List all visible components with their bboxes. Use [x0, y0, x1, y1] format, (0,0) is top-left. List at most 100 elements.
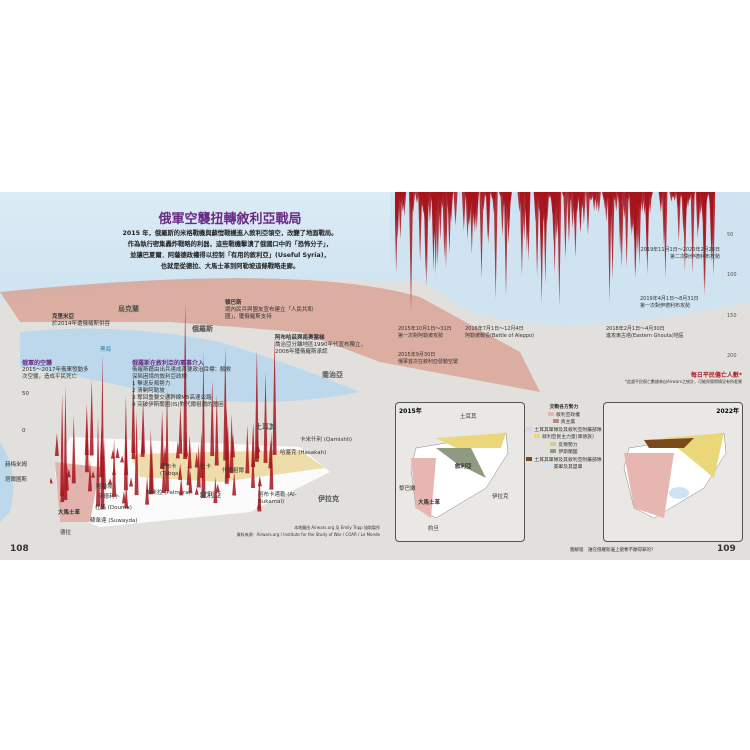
- airstrike-spikes: [50, 301, 277, 512]
- casualty-spike: [437, 192, 442, 221]
- casualty-spike: [395, 192, 400, 226]
- casualty-spike: [691, 192, 696, 201]
- casualty-spike: [194, 487, 199, 495]
- intervention-step: 3 奪回重要交通幹線M5高速公路: [132, 395, 212, 401]
- intro-line: 作為執行密集轟炸戰略的利器，這些戰機擊潰了俄國口中的「恐怖分子」，: [127, 241, 333, 248]
- casualty-spike: [535, 192, 540, 277]
- legend-label: 土耳其軍隊及其敘利亞附屬部隊: [534, 457, 602, 463]
- casualty-spike: [704, 192, 709, 200]
- event-label: 第二次對伊德利布攻勢: [669, 253, 720, 260]
- casualty-spike: [124, 485, 129, 509]
- intro-line: 並讓巴夏爾．阿薩德政權得以控制「有用的敘利亞」(Useful Syria)，: [130, 252, 330, 259]
- casualty-spike: [681, 192, 686, 233]
- legend-swatch: [526, 426, 533, 431]
- callout-title: 克里米亞: [52, 314, 75, 320]
- axis-100: 100: [727, 272, 737, 278]
- page-number-left: 108: [10, 544, 29, 554]
- casualty-spike: [602, 192, 607, 210]
- city-aleppo: 阿勒坡: [96, 484, 113, 490]
- legend-item: 敘利亞政權: [526, 411, 602, 420]
- intervention-text: 俄羅斯藉由出兵達成首要政治目標：解救深陷困境的敘利亞政權: [132, 367, 232, 380]
- event-aleppo-offensive-2015: 2015年10月1日～31日第一次對阿勒坡攻勢: [398, 326, 452, 339]
- casualty-spike: [196, 443, 201, 488]
- event-date: 2016年7月1日～12月4日: [465, 326, 524, 332]
- casualty-spike: [245, 424, 250, 474]
- casualty-spike: [557, 192, 562, 307]
- legend-swatch: [545, 464, 552, 468]
- legend-item: 反叛勢力: [526, 441, 602, 450]
- casualty-spike: [519, 192, 524, 277]
- callout-title: 阿布哈茲與南奧塞梯: [275, 335, 325, 341]
- casualty-spike: [414, 192, 419, 204]
- casualty-spike: [610, 192, 615, 280]
- casualty-spike: [398, 192, 403, 240]
- legend-label: 敘利亞民主力量(庫德族): [542, 435, 594, 440]
- casualty-spike: [585, 192, 590, 236]
- casualty-spike: [214, 394, 219, 466]
- casualty-spike: [672, 192, 677, 201]
- event-label: 第一次對伊德利布攻勢: [640, 302, 691, 309]
- casualty-spike: [596, 192, 601, 213]
- event-label: 俄軍首次在敘利亞發動空襲: [398, 358, 459, 365]
- casualty-spike: [257, 476, 262, 487]
- scale-50: 50: [22, 391, 29, 397]
- casualty-spike: [663, 192, 668, 279]
- callout-text: 於2014年遭俄羅斯併吞: [52, 321, 110, 327]
- casualty-spike: [501, 192, 506, 207]
- casualty-spike: [89, 379, 94, 456]
- casualty-spike: [188, 470, 193, 494]
- casualty-spike: [60, 481, 65, 503]
- legend-swatch: [550, 441, 557, 446]
- casualty-spike: [614, 192, 619, 212]
- intervention-title: 俄羅斯在敘利亞的軍事介入: [132, 360, 205, 367]
- scale-0: 0: [22, 428, 26, 434]
- casualty-spike: [66, 468, 71, 478]
- casualty-spike: [401, 192, 406, 205]
- casualty-spike: [479, 192, 484, 280]
- city-al-bukamal: 阿布卡邁勒 (Al-Bukamal): [258, 492, 297, 505]
- casualty-spike: [578, 192, 583, 234]
- casualty-spike: [90, 470, 95, 478]
- callout-crimea: 克里米亞於2014年遭俄羅斯併吞: [52, 314, 114, 328]
- casualty-spike: [54, 432, 59, 457]
- casualty-spike: [472, 192, 477, 206]
- event-date: 2019年11月1日～2020年2月28日: [640, 247, 720, 253]
- casualty-spike: [254, 349, 259, 462]
- casualty-spike: [175, 441, 180, 459]
- russia-region: [0, 278, 540, 392]
- casualty-spike: [251, 422, 256, 467]
- casualty-spike: [543, 192, 548, 284]
- event-label: 阿勒坡戰役(Battle of Aleppo): [465, 332, 535, 339]
- casualty-spike: [186, 458, 191, 486]
- intro-line: 2015 年，俄羅斯的米格戰機與蘇愷戰機進入敘利亞領空，改變了地面戰局。: [122, 230, 338, 237]
- casualty-spike: [592, 192, 597, 212]
- casualty-spike: [50, 477, 53, 484]
- city-douma: 杜馬 (Douma): [95, 505, 132, 511]
- casualty-spike: [658, 192, 663, 205]
- page-number-right: 109: [717, 544, 736, 554]
- event-battle-of-aleppo: 2016年7月1日～12月4日阿勒坡戰役(Battle of Aleppo): [465, 326, 534, 339]
- casualty-spike: [131, 439, 136, 460]
- city-hmeimim: 赫梅米姆: [5, 462, 28, 468]
- casualty-spike: [686, 192, 691, 208]
- casualty-spikes-chart: [395, 192, 715, 311]
- casualty-spike: [566, 192, 571, 243]
- casualty-spike: [545, 192, 550, 222]
- casualty-spike: [256, 502, 261, 509]
- casualty-spike: [64, 462, 69, 491]
- label-ukraine: 烏克蘭: [118, 305, 139, 313]
- event-idlib-2: 2019年11月1日～2020年2月28日第二次對伊德利布攻勢: [640, 247, 720, 260]
- inset-year: 2022年: [716, 408, 739, 415]
- event-eastern-ghouta: 2018年2月1日～4月30日進攻東古塔(Eastern Ghouta)地區: [606, 326, 684, 339]
- callout-text: 喬治亞分離地區1990年代宣布獨立，2008年獲俄羅斯承認: [275, 342, 366, 355]
- casualty-spike: [178, 463, 183, 480]
- casualty-spike: [432, 192, 437, 200]
- casualty-spike: [574, 192, 579, 217]
- label-syria: 敘利亞: [200, 491, 221, 499]
- casualty-spike: [160, 410, 165, 470]
- casualty-spike: [676, 192, 681, 243]
- casualty-spike: [250, 450, 255, 488]
- inset-label-jordan: 約旦: [428, 526, 440, 532]
- casualty-spike: [648, 192, 653, 200]
- legend-label: 反叛勢力: [558, 442, 578, 448]
